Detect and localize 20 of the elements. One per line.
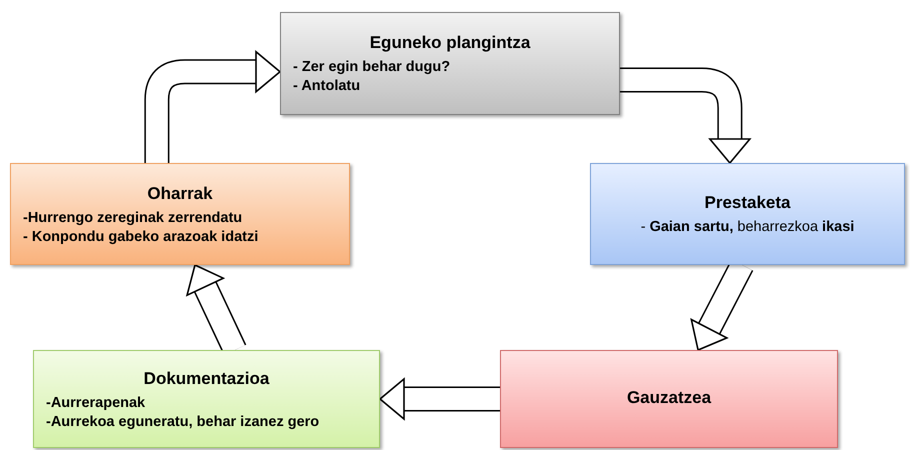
box-text: -Aurrekoa eguneratu, behar izanez gero <box>46 414 320 430</box>
process-box <box>10 163 350 265</box>
box-title: Prestaketa <box>703 193 792 213</box>
box-title: Dokumentazioa <box>142 368 270 388</box>
process-box <box>280 12 620 115</box>
block-arrow <box>620 67 752 164</box>
box-text: - Gaian sartu, beharrezkoa ikasi <box>640 219 856 235</box>
process-box <box>500 350 838 448</box>
block-arrow <box>378 377 500 421</box>
box-title: Gauzatzea <box>626 388 712 408</box>
box-text: - Konpondu gabeko arazoak idatzi <box>23 228 260 244</box>
box-text: -Hurrengo zereginak zerrendatu <box>23 210 244 226</box>
block-arrow <box>144 50 282 163</box>
process-box <box>33 350 380 448</box>
box-text: - Zer egin behar dugu? <box>293 59 452 75</box>
process-box <box>590 163 905 265</box>
box-title: Eguneko plangintza <box>368 33 532 53</box>
box-title: Oharrak <box>146 184 214 204</box>
box-text: -Aurrerapenak <box>46 394 146 410</box>
box-text: - Antolatu <box>293 78 362 94</box>
